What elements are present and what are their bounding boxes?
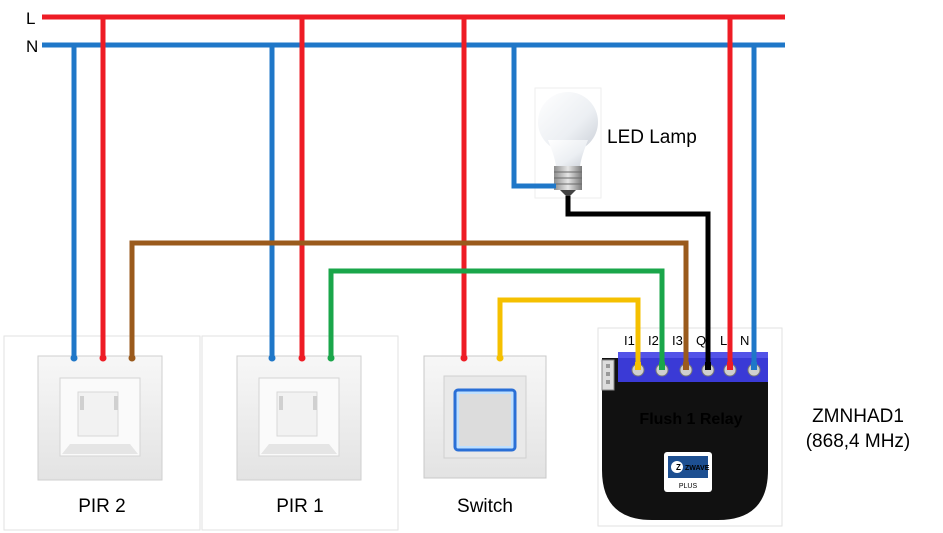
pir1-signal-wire [328,268,665,366]
zwave-badge-top: ZWAVE [685,465,710,472]
terminal-label-q: Q [696,333,706,348]
switch-label: Switch [457,496,513,517]
pir1-sensor [236,355,362,481]
terminal-label-i1: I1 [624,333,635,348]
relay-name-label: Flush 1 Relay [639,411,742,428]
wall-switch [423,355,547,479]
pir1-label: PIR 1 [276,496,324,517]
neutral-bus-label: N [26,37,38,56]
switch-signal-wire [497,297,641,366]
pir2-sensor [37,355,163,481]
lamp-label: LED Lamp [607,127,697,148]
relay-model-label: ZMNHAD1 [812,406,904,427]
flush-relay-body: Z ZWAVE PLUS [601,352,768,520]
pir2-label: PIR 2 [78,496,126,517]
terminal-label-n: N [740,333,749,348]
relay-terminals [631,362,761,377]
zwave-badge-bottom: PLUS [679,483,698,490]
zwave-plus-badge: Z ZWAVE PLUS [664,452,712,492]
pir2-signal-wire [129,240,689,366]
led-lamp [534,87,602,199]
live-bus-label: L [26,9,35,28]
svg-text:Z: Z [676,463,681,472]
lamp-neutral-wire [511,45,556,189]
terminal-label-i3: I3 [672,333,683,348]
terminal-label-i2: I2 [648,333,659,348]
relay-frequency-label: (868,4 MHz) [806,431,911,452]
terminal-label-l: L [720,333,727,348]
lamp-output-wire [565,196,711,366]
